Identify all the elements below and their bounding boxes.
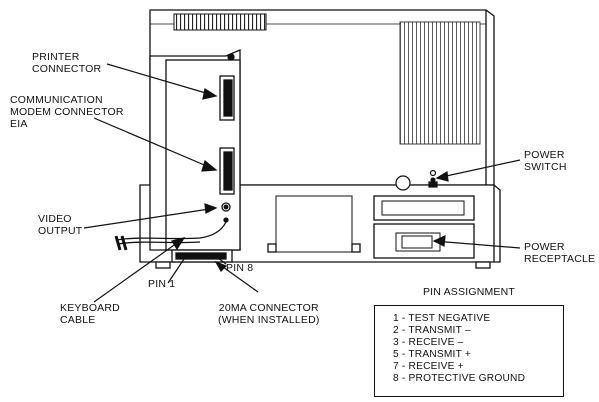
pin-item: 3 - RECEIVE – xyxy=(393,337,464,348)
pin-item: 1 - TEST NEGATIVE xyxy=(393,313,491,324)
power-receptacle-label: POWER RECEPTACLE xyxy=(524,241,595,265)
leader-lines xyxy=(83,63,521,303)
printer-label-line1: PRINTER xyxy=(32,51,80,63)
pin-assignment-title: PIN ASSIGNMENT xyxy=(422,286,516,298)
video-output-label: VIDEO OUTPUT xyxy=(38,213,82,237)
modem-label-line1: COMMUNICATION xyxy=(10,94,103,106)
pin-assignment-list: 1 - TEST NEGATIVE 2 - TRANSMIT – 3 - REC… xyxy=(393,313,525,385)
keyboard-cable-label: KEYBOARD CABLE xyxy=(60,302,120,326)
pin-item: 2 - TRANSMIT – xyxy=(393,325,471,336)
pin-item: 5 - TRANSMIT + xyxy=(393,349,471,360)
power-receptacle-label-line1: POWER xyxy=(524,241,565,253)
modem-connector-label: COMMUNICATION MODEM CONNECTOR EIA xyxy=(10,94,124,130)
power-switch-label: POWER SWITCH xyxy=(524,149,567,173)
20ma-connector-label: 20MA CONNECTOR (WHEN INSTALLED) xyxy=(218,302,320,326)
modem-label-line3: EIA xyxy=(10,118,28,130)
power-switch-label-line1: POWER xyxy=(524,149,565,161)
printer-connector-label: PRINTER CONNECTOR xyxy=(32,51,101,75)
pin-item: 8 - PROTECTIVE GROUND xyxy=(393,373,526,384)
printer-label-line2: CONNECTOR xyxy=(32,63,102,75)
power-switch-label-line2: SWITCH xyxy=(524,161,567,173)
connector-panel xyxy=(114,49,241,263)
video-label-line1: VIDEO xyxy=(38,213,72,225)
pin-item: 7 - RECEIVE + xyxy=(393,361,464,372)
20ma-label-line2: (WHEN INSTALLED) xyxy=(218,314,320,326)
power-receptacle-label-line2: RECEPTACLE xyxy=(524,253,596,265)
keyboard-label-line2: CABLE xyxy=(60,314,96,326)
pin8-label: PIN 8 xyxy=(226,262,254,274)
pin1-label: PIN 1 xyxy=(148,278,176,290)
modem-label-line2: MODEM CONNECTOR xyxy=(10,106,124,118)
pin-assignment-box: PIN ASSIGNMENT 1 - TEST NEGATIVE 2 - TRA… xyxy=(374,286,564,397)
power-switch-area xyxy=(395,169,438,191)
keyboard-label-line1: KEYBOARD xyxy=(60,302,120,314)
video-label-line2: OUTPUT xyxy=(38,225,83,237)
20ma-label-line1: 20MA CONNECTOR xyxy=(218,302,319,314)
